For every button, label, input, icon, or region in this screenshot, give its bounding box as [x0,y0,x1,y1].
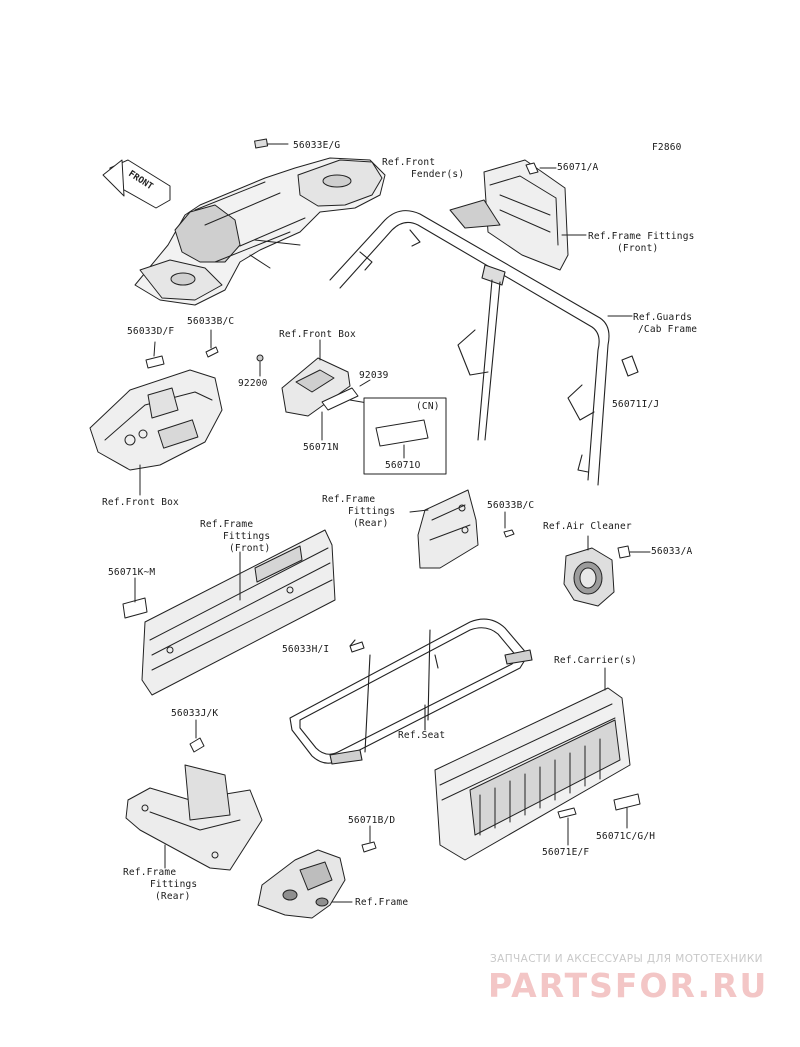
label-ref-carriers: Ref.Carrier(s) [554,655,637,666]
label-56033e-g: 56033E/G [293,140,341,151]
label-ref-frame-fittings-rear-b1: Ref.Frame [322,494,376,505]
air-cleaner [563,535,651,607]
frame-fittings-front-top [449,159,587,271]
label-ref-guards-2: /Cab Frame [638,324,698,335]
label-92200: 92200 [238,378,268,389]
label-56071b-d: 56071B/D [348,815,396,826]
frame-bottom [257,825,377,919]
front-fender-assembly [134,138,386,306]
label-92039: 92039 [359,370,389,381]
frame-fittings-rear-bottom [125,719,263,871]
cab-frame-guards [329,210,639,486]
diagram-code: F2860 [652,142,682,153]
label-56071i-j: 56071I/J [612,399,660,410]
front-box-dash [89,329,223,496]
label-56071o: 56071O [385,460,421,471]
label-ref-front-box-top: Ref.Front Box [279,329,356,340]
label-ref-frame-fittings-front-a2: (Front) [617,243,659,254]
label-56033b-c-mid: 56033B/C [487,500,535,511]
label-56071e-f: 56071E/F [542,847,590,858]
label-ref-guards-1: Ref.Guards [633,312,693,323]
seat-frame [289,618,533,765]
frame-fittings-front-panel [122,529,336,696]
label-56071-a: 56071/A [557,162,599,173]
label-ref-seat: Ref.Seat [398,730,446,741]
front-box-lid [256,339,447,475]
carrier-rear-bed [434,667,641,861]
frame-fittings-rear-mid [409,489,515,569]
label-56071c-g-h: 56071C/G/H [596,831,656,842]
label-56033-a: 56033/A [651,546,693,557]
label-56033j-k: 56033J/K [171,708,219,719]
label-56033h-i: 56033H/I [282,644,330,655]
front-direction-arrow: FRONT [102,159,171,209]
label-ref-frame-fittings-rear-d3: (Rear) [155,891,191,902]
label-ref-frame-fittings-front-c3: (Front) [229,543,271,554]
label-ref-front-box-bottom: Ref.Front Box [102,497,179,508]
label-ref-frame-fittings-rear-d1: Ref.Frame [123,867,177,878]
label-ref-front-fender-2: Fender(s) [411,169,465,180]
label-56071n: 56071N [303,442,339,453]
label-ref-frame: Ref.Frame [355,897,409,908]
label-ref-frame-fittings-front-c2: Fittings [223,531,271,542]
label-ref-air-cleaner: Ref.Air Cleaner [543,521,632,532]
watermark-subtitle: ЗАПЧАСТИ И АКСЕССУАРЫ ДЛЯ МОТОТЕХНИКИ [490,953,763,965]
label-ref-frame-fittings-rear-b2: Fittings [348,506,396,517]
label-56033d-f: 56033D/F [127,326,175,337]
watermark-logo: PARTSFOR.RU [488,966,769,1005]
label-56071k-m: 56071K~M [108,567,156,578]
label-ref-front-fender-1: Ref.Front [382,157,436,168]
label-ref-frame-fittings-front-a1: Ref.Frame Fittings [588,231,695,242]
label-56033b-c-top: 56033B/C [187,316,235,327]
label-ref-frame-fittings-rear-d2: Fittings [150,879,198,890]
label-ref-frame-fittings-rear-b3: (Rear) [353,518,389,529]
label-cn: (CN) [416,401,440,412]
label-ref-frame-fittings-front-c1: Ref.Frame [200,519,254,530]
